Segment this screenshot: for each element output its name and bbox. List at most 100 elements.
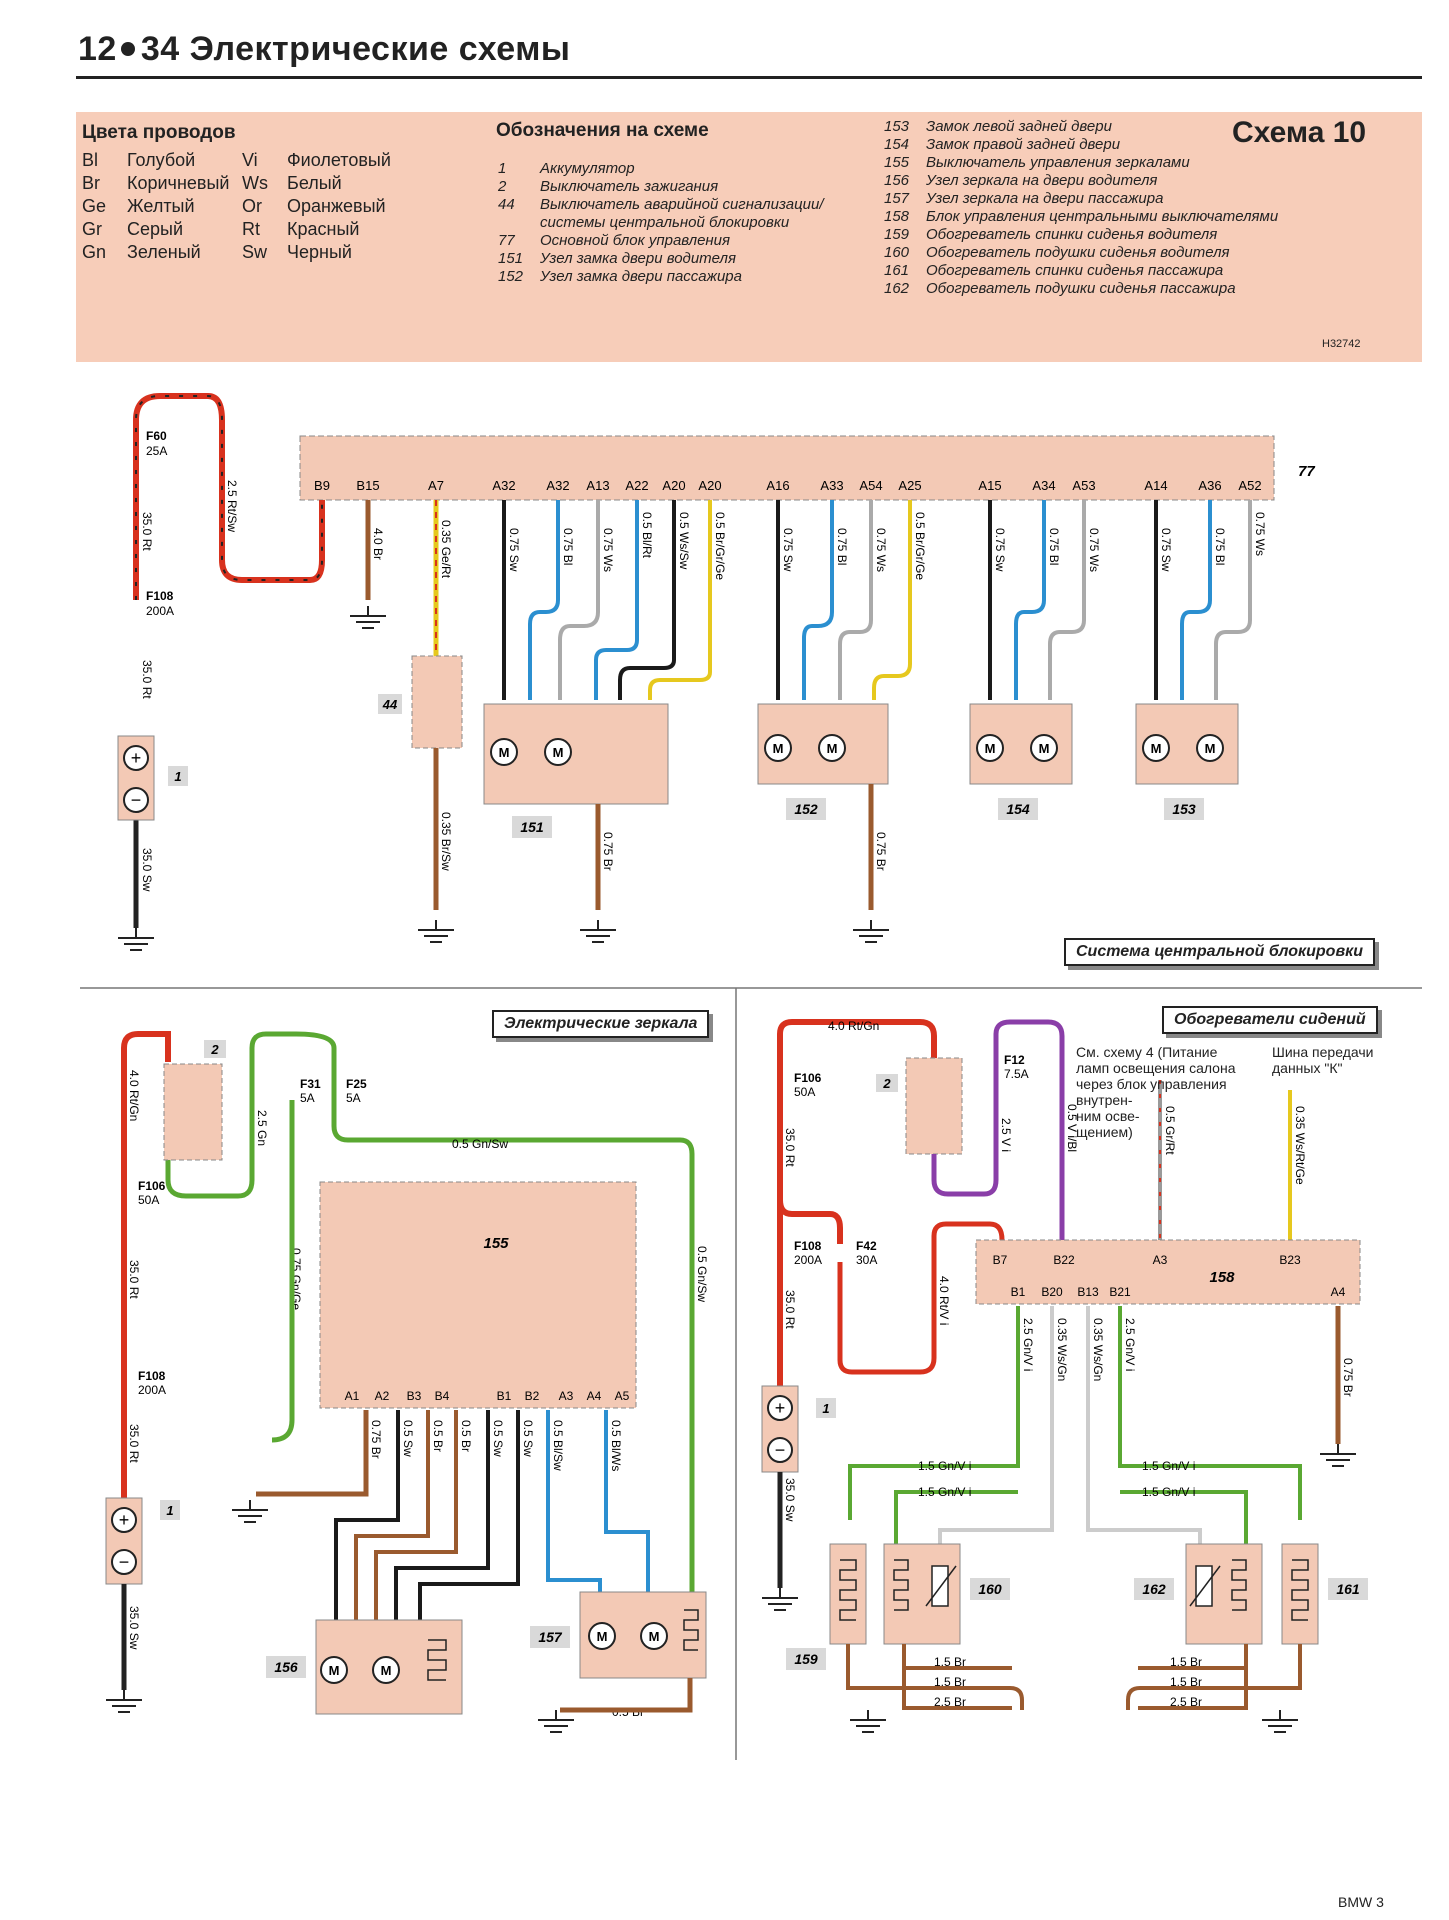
wire-label: 1.5 Br (934, 1655, 966, 1669)
wire-label: 0.75 Bl (561, 528, 575, 565)
wire-label: 0.75 Br (369, 1420, 383, 1459)
wire-label: 35.0 Rt (783, 1290, 797, 1329)
bullet-icon (120, 42, 135, 57)
pin-label: A4 (587, 1389, 602, 1403)
wire-label: 0.75 Sw (993, 528, 1007, 572)
header-rule (76, 76, 1422, 79)
pin-label: B4 (435, 1389, 450, 1403)
wire-label: 35.0 Rt (127, 1424, 141, 1463)
pin-label: A53 (1072, 478, 1095, 493)
pin-label: A54 (859, 478, 882, 493)
pin-label: B15 (356, 478, 379, 493)
wire-label: 1.5 Gn/V i (1142, 1485, 1195, 1499)
wire-label: 35.0 Rt (783, 1128, 797, 1167)
fuse-label: 200A (146, 604, 174, 618)
pin-label: B20 (1041, 1285, 1063, 1299)
wire-label: 4.0 Rt/Gn (828, 1019, 879, 1033)
seat-heater-161 (1281, 1543, 1319, 1645)
wire-label: 0.5 Ws/Sw (677, 512, 691, 570)
pin-label: B23 (1279, 1253, 1301, 1267)
scheme-title: Схема 10 (1232, 116, 1367, 149)
seat-heater-162 (1185, 1543, 1263, 1645)
wire-label: 0.75 Ws (1253, 512, 1267, 556)
fuse-label: F106 (138, 1179, 166, 1193)
fuse-label: F108 (146, 589, 174, 603)
component-label: 151 (520, 819, 544, 835)
pin-label: B9 (314, 478, 330, 493)
fuse-label: F60 (146, 429, 167, 443)
component-label: 159 (794, 1651, 818, 1667)
pin-label: A7 (428, 478, 444, 493)
svg-text:+: + (119, 1510, 130, 1530)
wire-label: 2.5 Gn/V i (1123, 1318, 1137, 1371)
wire-label: 0.75 Bl (1047, 528, 1061, 565)
component-label: 2 (882, 1076, 891, 1091)
wire-label: 35.0 Sw (783, 1478, 797, 1522)
component-label: 153 (1172, 801, 1196, 817)
fuse-label: F12 (1004, 1053, 1025, 1067)
fuse-label: 50A (138, 1193, 159, 1207)
wire-label: 2.5 Gn/V i (1021, 1318, 1035, 1371)
pin-label: A25 (898, 478, 921, 493)
wire-label: 1.5 Gn/V i (918, 1459, 971, 1473)
pin-label: B2 (525, 1389, 540, 1403)
wire-label: 0.5 Bl/Rt (640, 512, 654, 559)
footer-mark: BMW 3 (1338, 1894, 1384, 1910)
fuse-label: 30A (856, 1253, 877, 1267)
pin-label: A36 (1198, 478, 1221, 493)
pin-label: B21 (1109, 1285, 1131, 1299)
colors-title: Цвета проводов (82, 122, 236, 143)
pin-label: A20 (698, 478, 721, 493)
fuse-label: F42 (856, 1239, 877, 1253)
component-label: 160 (978, 1581, 1002, 1597)
pin-label: A15 (978, 478, 1001, 493)
wire-label: 4.0 Br (371, 528, 385, 560)
pin-label: A32 (492, 478, 515, 493)
wire-label: 0.5 Br/Gr/Ge (913, 512, 927, 580)
wire-label: 35.0 Rt (127, 1260, 141, 1299)
wire-label: 0.5 Br/Gr/Ge (713, 512, 727, 580)
pin-label: B1 (1011, 1285, 1026, 1299)
pin-label: B1 (497, 1389, 512, 1403)
wire-label: 0.75 Sw (781, 528, 795, 572)
fuse-label: 5A (346, 1091, 361, 1105)
svg-text:+: + (775, 1398, 786, 1418)
wire-label: 0.75 Bl (1213, 528, 1227, 565)
fuse-label: 50A (794, 1085, 815, 1099)
wire-label: 2.5 V i (999, 1118, 1013, 1152)
pin-label: A2 (375, 1389, 390, 1403)
wire-label: 0.35 Ws/Gn (1091, 1318, 1105, 1381)
unit-77 (299, 435, 1275, 501)
wire-label: 0.5 Bl/Ws (609, 1420, 623, 1471)
wire-label: 0.35 Ws/Rt/Ge (1293, 1106, 1307, 1185)
component-label: 156 (274, 1659, 298, 1675)
fuse-label: F108 (794, 1239, 822, 1253)
switch-44 (411, 655, 463, 749)
wire-label: 0.75 Ws (874, 528, 888, 572)
mirrors-diagram: 2 + − 1 4.0 Rt/Gn 2.5 Gn 35.0 Rt 35.0 Rt… (105, 1031, 709, 1733)
fuse-label: F25 (346, 1077, 367, 1091)
component-label: 158 (1209, 1269, 1235, 1286)
wire-label: 1.5 Br (1170, 1675, 1202, 1689)
svg-text:−: − (119, 1552, 130, 1572)
wire-label: 35.0 Sw (140, 848, 154, 892)
wire-label: 35.0 Rt (140, 512, 154, 551)
wire-label: 0.75 Ws (601, 528, 615, 572)
wire-label: 0.5 Gr/Rt (1163, 1106, 1177, 1155)
fuse-label: F108 (138, 1369, 166, 1383)
pin-label: A22 (625, 478, 648, 493)
wire-label: 0.35 Ws/Gn (1055, 1318, 1069, 1381)
pin-label: A3 (559, 1389, 574, 1403)
component-label: 1 (174, 769, 181, 784)
fuse-label: 200A (794, 1253, 822, 1267)
wire-label: 1.5 Br (934, 1675, 966, 1689)
fuse-label: F106 (794, 1071, 822, 1085)
